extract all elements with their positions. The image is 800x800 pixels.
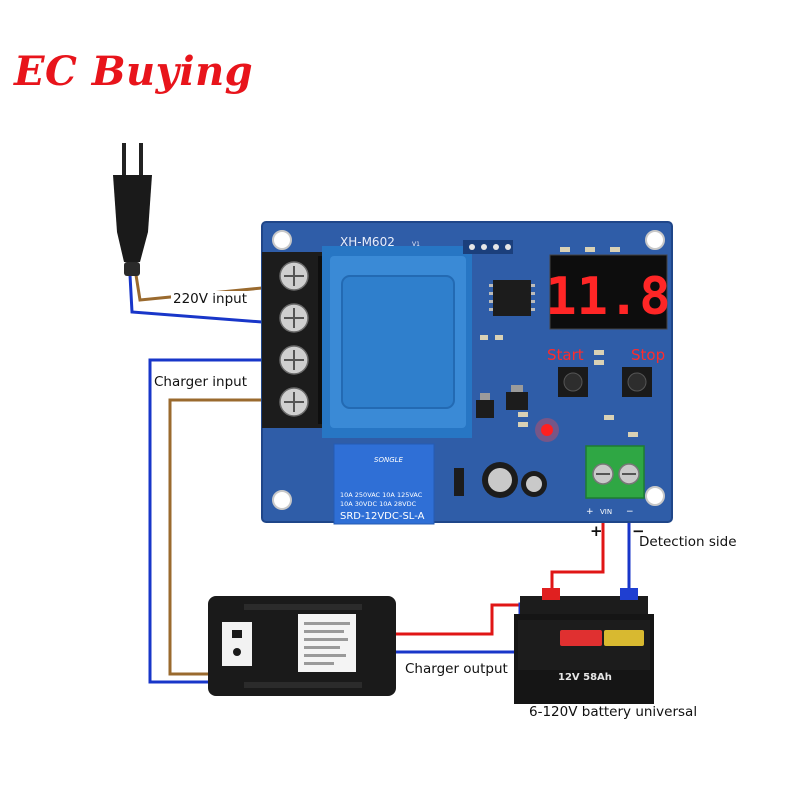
screw-terminal-block <box>262 252 326 428</box>
relay-rating-1-text: 10A 250VAC 10A 125VAC <box>340 491 423 499</box>
relay: SONGLE 10A 250VAC 10A 125VAC 10A 30VDC 1… <box>333 443 435 525</box>
header-pins <box>463 240 513 254</box>
label-detection-side: Detection side <box>637 534 739 550</box>
brand-logo: EC Buying <box>14 48 254 95</box>
voltage-regulators <box>476 385 528 418</box>
capacitors <box>454 462 547 498</box>
label-charger-input: Charger input <box>152 374 250 390</box>
relay-brand-text: SONGLE <box>374 456 404 464</box>
smd-components <box>480 247 638 437</box>
board-version-text: V1 <box>412 241 420 248</box>
charger-adapter <box>208 596 396 696</box>
detection-terminal <box>585 445 645 499</box>
charger-input-brown-wire <box>168 398 262 676</box>
start-button[interactable] <box>558 367 588 397</box>
stop-button[interactable] <box>622 367 652 397</box>
display-reading: 11.8 <box>545 267 670 327</box>
label-battery-universal: 6-120V battery universal <box>527 704 700 720</box>
relay-rating-2-text: 10A 30VDC 10A 28VDC <box>340 500 417 508</box>
vin-label: VIN <box>600 508 612 516</box>
label-220v-input: 220V input <box>171 291 250 307</box>
charger-input-blue-wire <box>148 358 262 684</box>
transformer <box>322 246 472 438</box>
relay-model-text: SRD-12VDC-SL-A <box>340 511 425 522</box>
label-charger-output: Charger output <box>403 661 510 677</box>
plug-blue-wire <box>128 274 263 324</box>
ic-chip <box>489 280 535 316</box>
vin-plus-label: + <box>586 507 594 517</box>
board-model-text: XH-M602 <box>340 235 395 249</box>
power-plug <box>113 143 152 276</box>
relay-board: XH-M602 V1 <box>261 221 673 525</box>
detection-plus-sign: + <box>590 522 603 540</box>
car-battery: 12V 58Ah <box>514 588 654 704</box>
start-label: Start <box>547 346 584 364</box>
battery-label: 12V 58Ah <box>558 672 612 683</box>
status-led <box>535 418 559 442</box>
seven-segment-display: 11.8 <box>545 254 671 330</box>
vin-minus-label: − <box>626 507 634 517</box>
stop-label: Stop <box>631 346 665 364</box>
